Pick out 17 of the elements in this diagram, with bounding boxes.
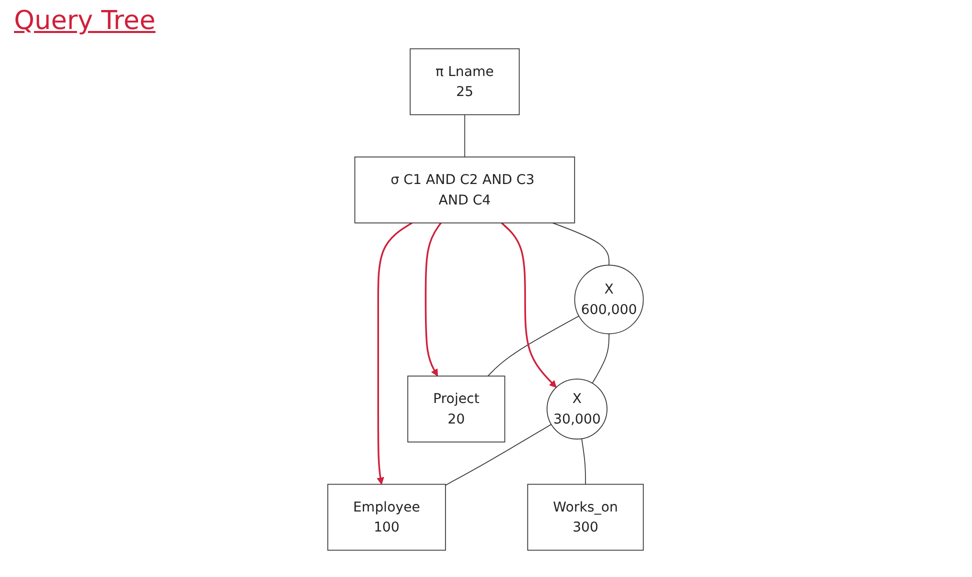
title: Query Tree bbox=[14, 6, 156, 36]
node-box: Works_on 300 bbox=[528, 484, 644, 551]
node-circle: X 30,000 bbox=[547, 378, 608, 440]
node-box: Employee 100 bbox=[328, 484, 446, 551]
connector bbox=[446, 424, 552, 486]
arrow bbox=[425, 222, 442, 376]
connector bbox=[582, 438, 586, 485]
connector bbox=[488, 316, 580, 376]
connector bbox=[592, 333, 610, 384]
connector bbox=[464, 114, 466, 158]
connector bbox=[552, 222, 610, 266]
arrow bbox=[377, 222, 413, 485]
node-box: Project 20 bbox=[408, 376, 506, 442]
node-circle: X 600,000 bbox=[574, 264, 644, 334]
arrow bbox=[501, 222, 558, 388]
node-box: π Lname 25 bbox=[410, 48, 520, 116]
node-box: σ C1 AND C2 AND C3 AND C4 bbox=[354, 156, 576, 224]
